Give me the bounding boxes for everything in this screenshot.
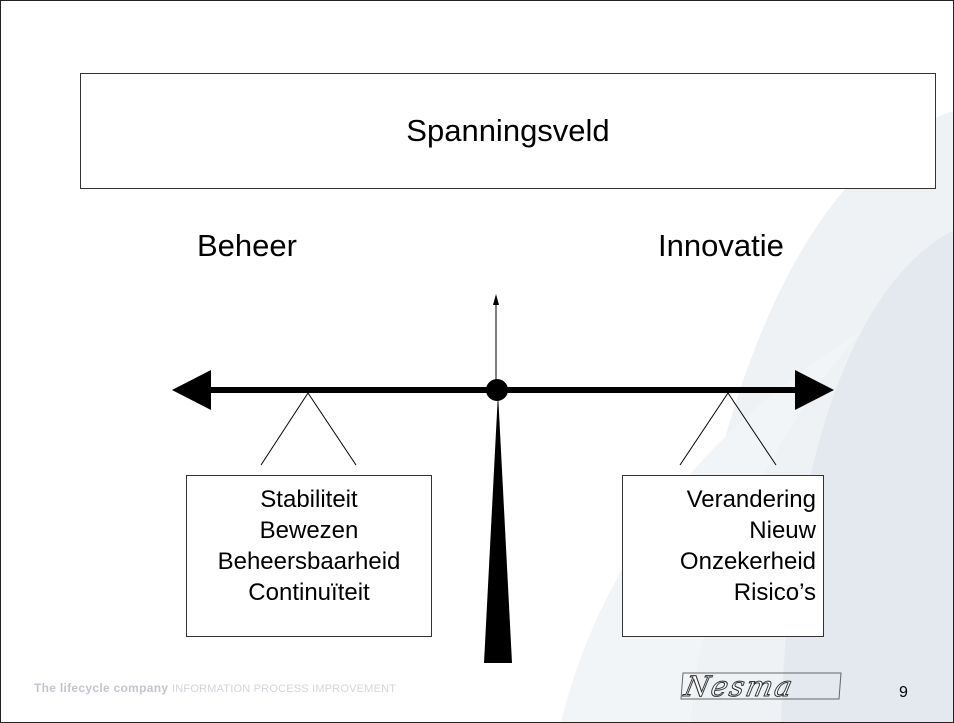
right-box-line: Risico’s <box>733 579 816 606</box>
pointer-arrowhead <box>493 294 499 305</box>
footer-subtitle: INFORMATION PROCESS IMPROVEMENT <box>172 683 397 695</box>
slide-title: Spanningsveld <box>406 113 610 148</box>
right-arrowhead <box>795 370 834 410</box>
logo-frame <box>680 672 842 700</box>
left-arrowhead <box>172 370 211 410</box>
title-box: Spanningsveld <box>80 73 936 189</box>
footer-tagline: The lifecycle company INFORMATION PROCES… <box>34 681 396 695</box>
right-hang-line-b <box>727 392 777 466</box>
left-box-line: Stabiliteit <box>260 486 358 513</box>
left-hang-line-a <box>260 392 309 466</box>
left-label-beheer: Beheer <box>197 228 297 263</box>
fulcrum-stand <box>484 393 512 663</box>
logo-text: Nesma <box>681 670 798 704</box>
footer-company: The lifecycle company <box>34 681 169 695</box>
right-box-line: Onzekerheid <box>679 548 816 575</box>
left-box-line: Bewezen <box>259 517 359 544</box>
left-hang-line-b <box>307 392 357 466</box>
page-number: 9 <box>899 684 908 701</box>
right-qualities-box: Verandering Nieuw Onzekerheid Risico’s <box>622 475 824 637</box>
left-box-line: Continuïteit <box>248 579 370 606</box>
right-hang-line-a <box>679 392 729 466</box>
nesma-logo: Nesma <box>677 670 845 704</box>
left-box-line: Beheersbaarheid <box>217 548 401 575</box>
right-label-innovatie: Innovatie <box>658 228 784 263</box>
pivot-circle <box>486 379 508 401</box>
left-qualities-box: Stabiliteit Bewezen Beheersbaarheid Cont… <box>186 475 432 637</box>
right-box-line: Verandering <box>686 486 816 513</box>
right-box-line: Nieuw <box>749 517 816 544</box>
